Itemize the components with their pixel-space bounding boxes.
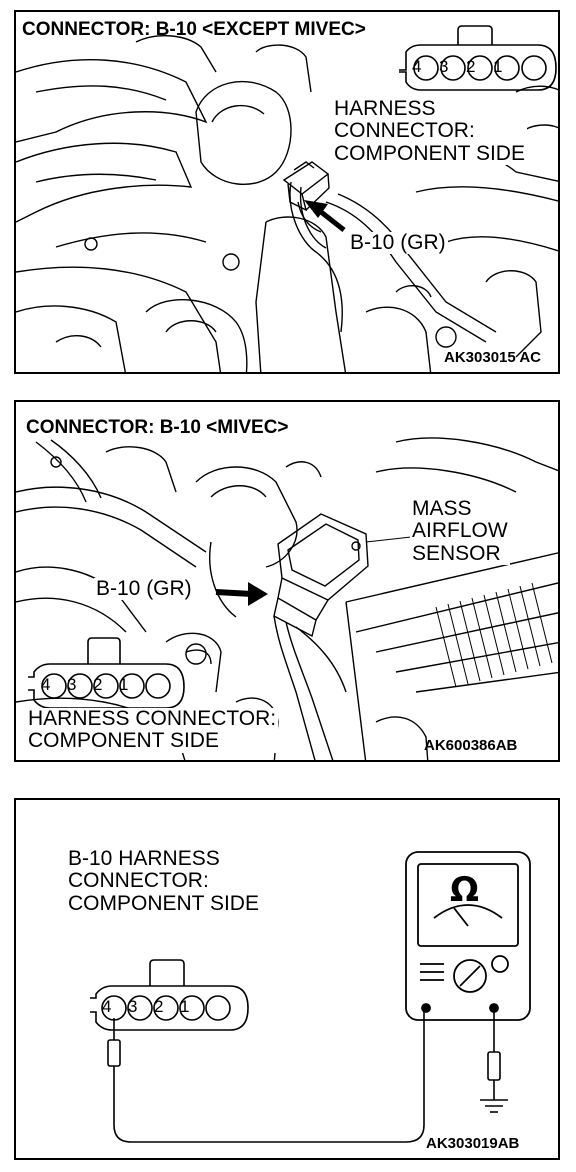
arrow-icon [304, 200, 346, 232]
harness-connector-label: HARNESS CONNECTOR: COMPONENT SIDE [26, 707, 279, 753]
connector-id-label: B-10 (GR) [348, 231, 448, 255]
pin-2: 2 [93, 675, 103, 694]
ohm-symbol: Ω [450, 870, 479, 910]
connector-title: CONNECTOR: B-10 <MIVEC> [26, 417, 289, 438]
engine-bay-illustration [16, 437, 558, 760]
mass-airflow-sensor-label: MASS AIRFLOW SENSOR [410, 497, 510, 565]
pin-4: 4 [41, 675, 51, 694]
test-setup-illustration [90, 851, 531, 1143]
harness-connector-label: B-10 HARNESS CONNECTOR: COMPONENT SIDE [68, 847, 259, 915]
connector-title: CONNECTOR: B-10 <EXCEPT MIVEC> [22, 19, 366, 40]
pin-4: 4 [102, 997, 112, 1016]
pin-1: 1 [180, 997, 190, 1016]
figure-code: AK303015 AC [444, 349, 541, 366]
ohmmeter-icon [405, 851, 531, 1021]
connector-face-icon [28, 637, 185, 709]
pin-3: 3 [439, 57, 449, 76]
figure-code: AK303019AB [426, 1135, 520, 1152]
pin-3: 3 [128, 997, 138, 1016]
harness-connector-label: HARNESS CONNECTOR: COMPONENT SIDE [332, 97, 527, 165]
probe-icon [107, 1012, 425, 1143]
pin-2: 2 [154, 997, 164, 1016]
panel-connector-except-mivec: CONNECTOR: B-10 <EXCEPT MIVEC> 4 3 2 1 H… [14, 10, 560, 374]
arrow-icon [215, 582, 268, 606]
pin-1: 1 [119, 675, 129, 694]
connector-face-icon [90, 959, 249, 1031]
pin-4: 4 [412, 57, 422, 76]
pin-3: 3 [67, 675, 77, 694]
figure-code: AK600386AB [424, 737, 518, 754]
ground-icon [480, 1012, 508, 1113]
panel-connector-mivec: CONNECTOR: B-10 <MIVEC> MASS AIRFLOW SEN… [14, 400, 560, 762]
pin-1: 1 [493, 57, 503, 76]
engine-bay-illustration [16, 25, 558, 372]
connector-id-label: B-10 (GR) [94, 577, 194, 601]
connector-face-icon [399, 25, 557, 91]
pin-2: 2 [466, 57, 476, 76]
panel-resistance-test: B-10 HARNESS CONNECTOR: COMPONENT SIDE 4… [14, 798, 560, 1160]
